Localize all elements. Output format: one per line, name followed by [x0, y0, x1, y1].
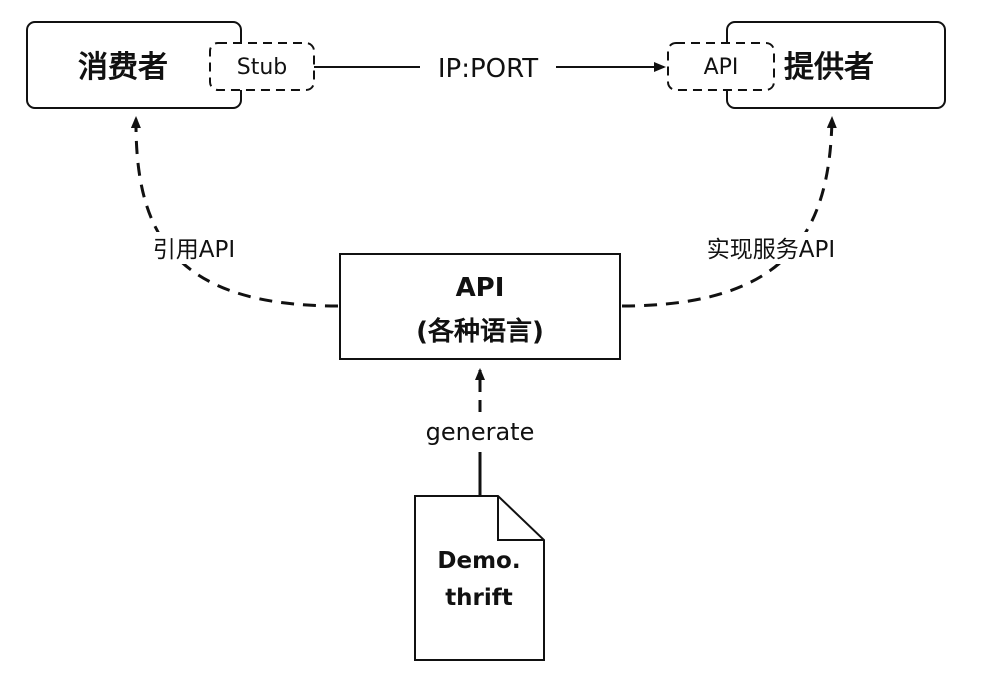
api-stub-box [667, 42, 775, 91]
reference-api-label: 引用API [153, 237, 235, 263]
api-node: API (各种语言) [339, 253, 621, 360]
consumer-node: 消费者 Stub [26, 21, 315, 109]
generate-label: generate [426, 418, 535, 446]
stub-box [209, 42, 315, 91]
provider-node: API 提供者 [667, 21, 946, 109]
provider-label: 提供者 [784, 50, 874, 85]
provider-api-label: API [704, 55, 739, 80]
implement-api-edge: 实现服务API [621, 116, 856, 308]
file-name-line1: Demo. [437, 548, 520, 574]
consumer-label: 消费者 [78, 50, 168, 85]
file-name-line2: thrift [445, 585, 513, 611]
generate-edge: generate [426, 368, 535, 496]
implement-api-label: 实现服务API [707, 237, 835, 263]
api-box-subtitle: (各种语言) [416, 316, 544, 347]
stub-label: Stub [237, 55, 288, 80]
thrift-file-node: Demo. thrift [414, 495, 545, 661]
api-box-title: API [456, 273, 505, 303]
ip-port-label: IP:PORT [438, 54, 538, 84]
ip-port-connection: IP:PORT [314, 54, 666, 84]
reference-api-edge: 引用API [130, 116, 339, 308]
